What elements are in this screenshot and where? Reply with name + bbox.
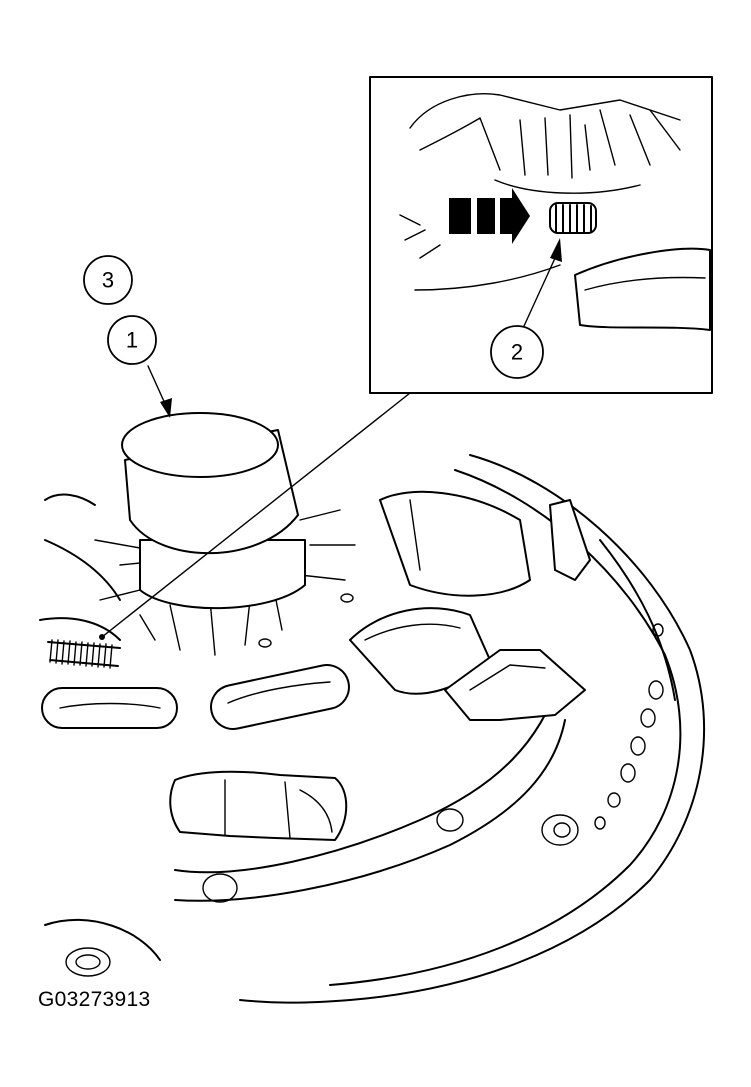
callout-1-label: 1 (126, 328, 138, 353)
clutch-alignment-tool (121, 412, 306, 610)
callout-1: 1 (107, 315, 172, 418)
inset-spring (549, 202, 597, 234)
callout-3: 3 (83, 255, 133, 305)
callout-2: 2 (490, 238, 562, 379)
damper-spring (47, 634, 121, 669)
inset-leader-line (101, 392, 411, 638)
callout-2-label: 2 (511, 340, 523, 365)
callout-3-label: 3 (102, 268, 114, 293)
clutch-pressure-plate (39, 454, 706, 1004)
figure-id: G03273913 (38, 988, 151, 1011)
installation-direction-arrow (449, 188, 530, 244)
